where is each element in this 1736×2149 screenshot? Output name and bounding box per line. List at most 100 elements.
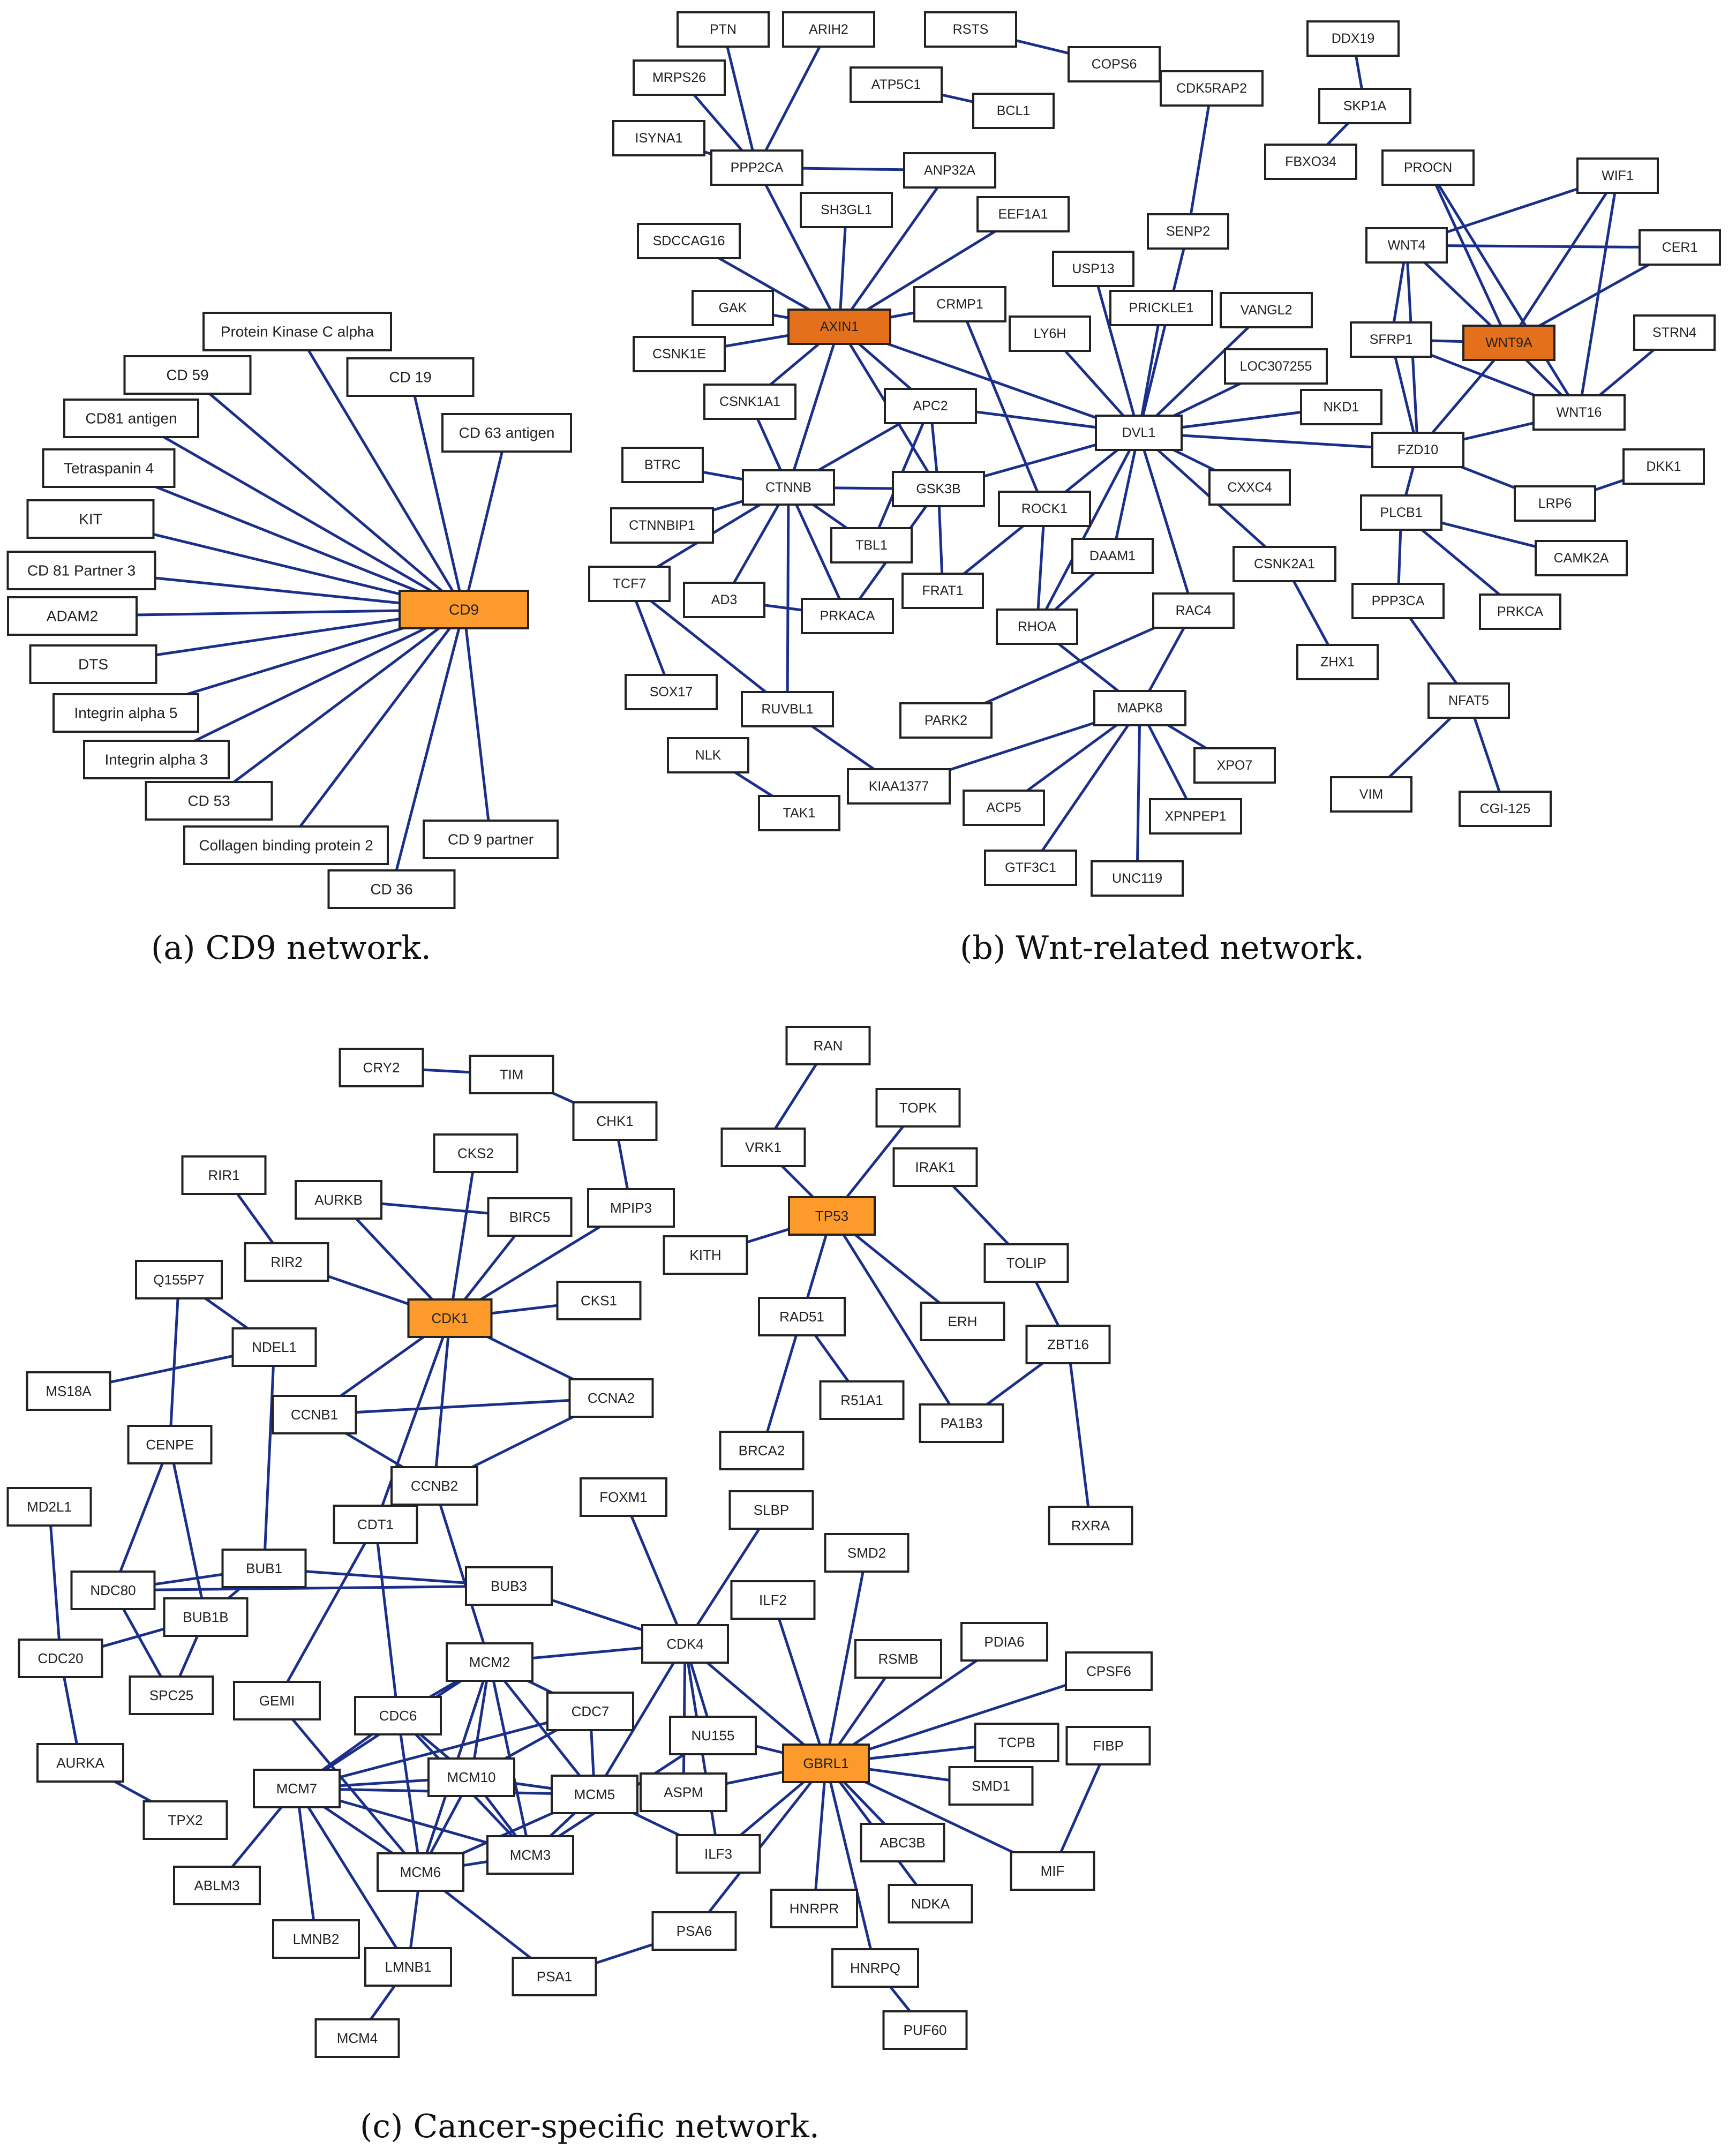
node-label: XPO7 [1217, 758, 1253, 773]
node-cops6: COPS6 [1068, 46, 1161, 82]
node-label: GEMI [259, 1693, 295, 1709]
node-box [1514, 485, 1596, 522]
node-box [63, 399, 199, 438]
node-wnt9a: WNT9A [1462, 325, 1555, 361]
node-label: SKP1A [1343, 99, 1387, 114]
node-box [640, 1772, 727, 1812]
node-crmp1: CRMP1 [913, 286, 1006, 322]
node-box [683, 582, 765, 618]
node-vrk1: VRK1 [720, 1128, 806, 1167]
node-abc3b: ABC3B [860, 1823, 945, 1862]
node-dts: DTS [29, 644, 157, 684]
edge-fibp-to-mif [1051, 1745, 1110, 1872]
node-box [801, 598, 894, 634]
node-label: ARIH2 [809, 22, 848, 37]
node-label: CD 63 antigen [459, 425, 554, 441]
node-label: CDT1 [357, 1516, 394, 1532]
node-csnk1e: CSNK1E [633, 336, 726, 372]
node-ptn: PTN [677, 11, 770, 48]
node-box [963, 790, 1045, 826]
node-box [901, 573, 984, 609]
node-label: FRAT1 [922, 583, 963, 598]
node-nlk: NLK [667, 737, 749, 773]
node-box [860, 1823, 945, 1862]
node-cdc20: CDC20 [18, 1639, 103, 1678]
node-sfrp1: SFRP1 [1350, 321, 1432, 358]
node-gak: GAK [692, 290, 774, 326]
node-box [1152, 592, 1235, 629]
node-bcl1: BCL1 [972, 93, 1055, 129]
node-aurkb: AURKB [295, 1180, 382, 1220]
node-box [788, 1196, 876, 1236]
node-box [785, 1026, 871, 1065]
edge-cd9-to-cd81-antigen [130, 417, 465, 611]
node-label: KITH [689, 1247, 721, 1263]
node-box [675, 1834, 761, 1874]
node-label: MS18A [46, 1383, 92, 1399]
node-box [202, 312, 392, 351]
node-label: CCNA2 [588, 1390, 635, 1406]
node-box [1009, 315, 1091, 352]
node-box [1052, 251, 1134, 287]
edge-cdk1-to-ccnb2 [433, 1318, 452, 1486]
node-label: CDC7 [572, 1703, 610, 1719]
node-label: GBRL1 [803, 1755, 848, 1771]
node-mcm3: MCM3 [486, 1835, 574, 1875]
node-brca2: BRCA2 [719, 1431, 805, 1470]
node-box [354, 1696, 442, 1735]
node-mcm4: MCM4 [314, 2018, 400, 2058]
node-dvl1: DVL1 [1095, 415, 1183, 451]
edge-ccnb1-to-ccna2 [314, 1396, 612, 1416]
node-box [1622, 448, 1705, 485]
node-label: Integrin alpha 3 [104, 752, 208, 768]
node-label: Collagen binding protein 2 [199, 837, 373, 854]
node-box [819, 1380, 905, 1420]
node-box [26, 499, 155, 539]
node-box [770, 1889, 858, 1928]
node-label: AURKA [56, 1755, 104, 1771]
node-cd-19: CD 19 [346, 357, 475, 397]
node-tim: TIM [469, 1055, 554, 1094]
node-box [1091, 860, 1184, 897]
node-box [663, 1235, 748, 1275]
node-box [710, 149, 803, 186]
node-sox17: SOX17 [625, 674, 718, 710]
node-box [692, 290, 774, 326]
node-smd2: SMD2 [824, 1533, 910, 1573]
node-mrps26: MRPS26 [633, 59, 726, 96]
node-wif1: WIF1 [1576, 157, 1659, 194]
node-vangl2: VANGL2 [1220, 292, 1313, 328]
node-label: KIT [79, 511, 102, 528]
node-label: VRK1 [745, 1139, 781, 1155]
node-box [1639, 229, 1721, 266]
node-ndc80: NDC80 [70, 1571, 156, 1610]
node-strn4: STRN4 [1633, 314, 1716, 351]
node-label: CD 59 [166, 367, 208, 384]
node-box [181, 1155, 267, 1195]
node-label: TPX2 [168, 1812, 202, 1828]
node-label: BRCA2 [739, 1442, 785, 1459]
node-box [129, 1675, 214, 1715]
node-box [1318, 88, 1411, 124]
node-label: CD 19 [389, 369, 431, 386]
edge-cenpe-to-bub1b [168, 1444, 207, 1618]
edge-gbrl1-to-hnrpr [813, 1763, 828, 1909]
node-vim: VIM [1330, 776, 1412, 813]
node-label: ERH [948, 1313, 978, 1329]
node-slbp: SLBP [728, 1490, 814, 1530]
node-rxra: RXRA [1048, 1506, 1133, 1545]
edge-anp32a-to-axin1 [838, 169, 951, 328]
node-label: DKK1 [1646, 459, 1681, 474]
node-nfat5: NFAT5 [1427, 682, 1510, 719]
edge-ctnnb-to-prkaca [787, 486, 849, 617]
node-box [719, 1431, 805, 1470]
node-pdia6: PDIA6 [960, 1622, 1048, 1662]
edge-cdt1-to-gemi [275, 1523, 377, 1702]
node-label: CDK1 [431, 1310, 468, 1326]
node-box [127, 1425, 213, 1464]
node-box [295, 1180, 382, 1220]
node-label: TOPK [899, 1100, 937, 1116]
